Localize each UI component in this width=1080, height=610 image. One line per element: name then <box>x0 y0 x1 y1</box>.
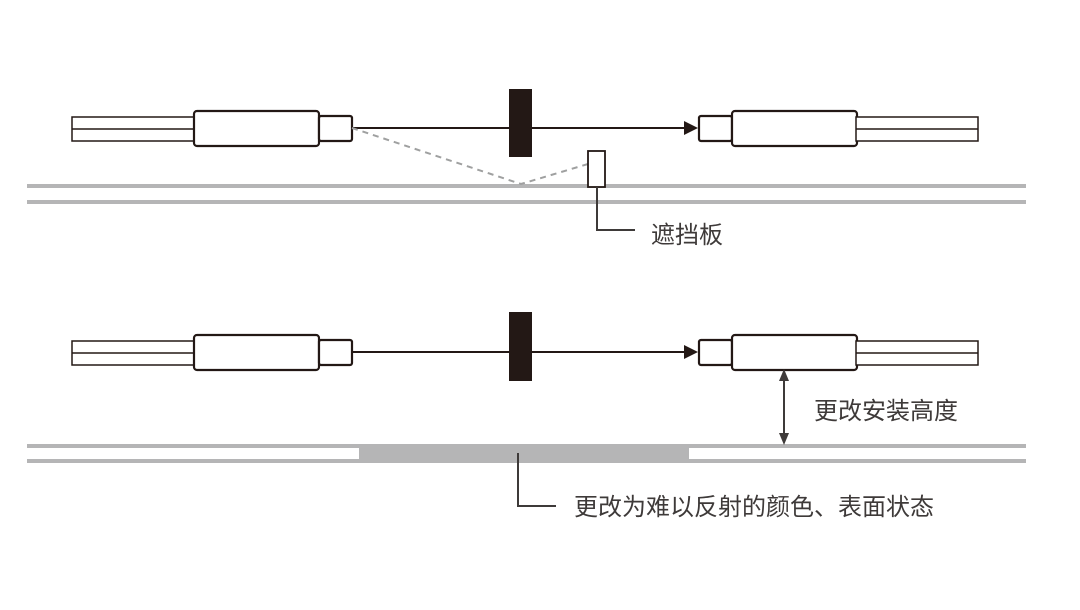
shield-plate-label: 遮挡板 <box>651 221 723 249</box>
shield-plate-leader <box>596 187 635 231</box>
top-beam-arrowhead <box>684 121 698 135</box>
change-surface-label: 更改为难以反射的颜色、表面状态 <box>574 493 934 521</box>
top-emitter-lens <box>317 114 354 143</box>
bottom-emitter-body <box>192 333 321 372</box>
low-reflectivity-surface <box>359 446 689 461</box>
top-diagram: 遮挡板 <box>27 89 1026 249</box>
bottom-beam-arrowhead <box>684 345 698 359</box>
top-detection-object <box>509 89 532 157</box>
bottom-emitter-sensor <box>71 333 354 372</box>
bottom-emitter-lens <box>317 338 354 367</box>
top-emitter-body <box>192 109 321 148</box>
bottom-receiver-lens <box>697 338 734 367</box>
height-arrow-down-head <box>779 433 789 445</box>
bottom-receiver-sensor <box>697 333 979 372</box>
top-emitter-sensor <box>71 109 354 148</box>
surface-leader <box>517 453 556 507</box>
bottom-receiver-body <box>730 333 859 372</box>
height-arrow-up-head <box>779 369 789 381</box>
bottom-diagram: 更改安装高度 更改为难以反射的颜色、表面状态 <box>27 312 1026 521</box>
top-receiver-sensor <box>697 109 979 148</box>
top-receiver-lens <box>697 114 734 143</box>
height-adjust-arrow <box>779 369 789 445</box>
shield-plate <box>587 150 606 188</box>
bottom-detection-object <box>509 312 532 381</box>
top-reflection-path <box>351 127 589 186</box>
top-receiver-body <box>730 109 859 148</box>
change-height-label: 更改安装高度 <box>814 397 958 425</box>
